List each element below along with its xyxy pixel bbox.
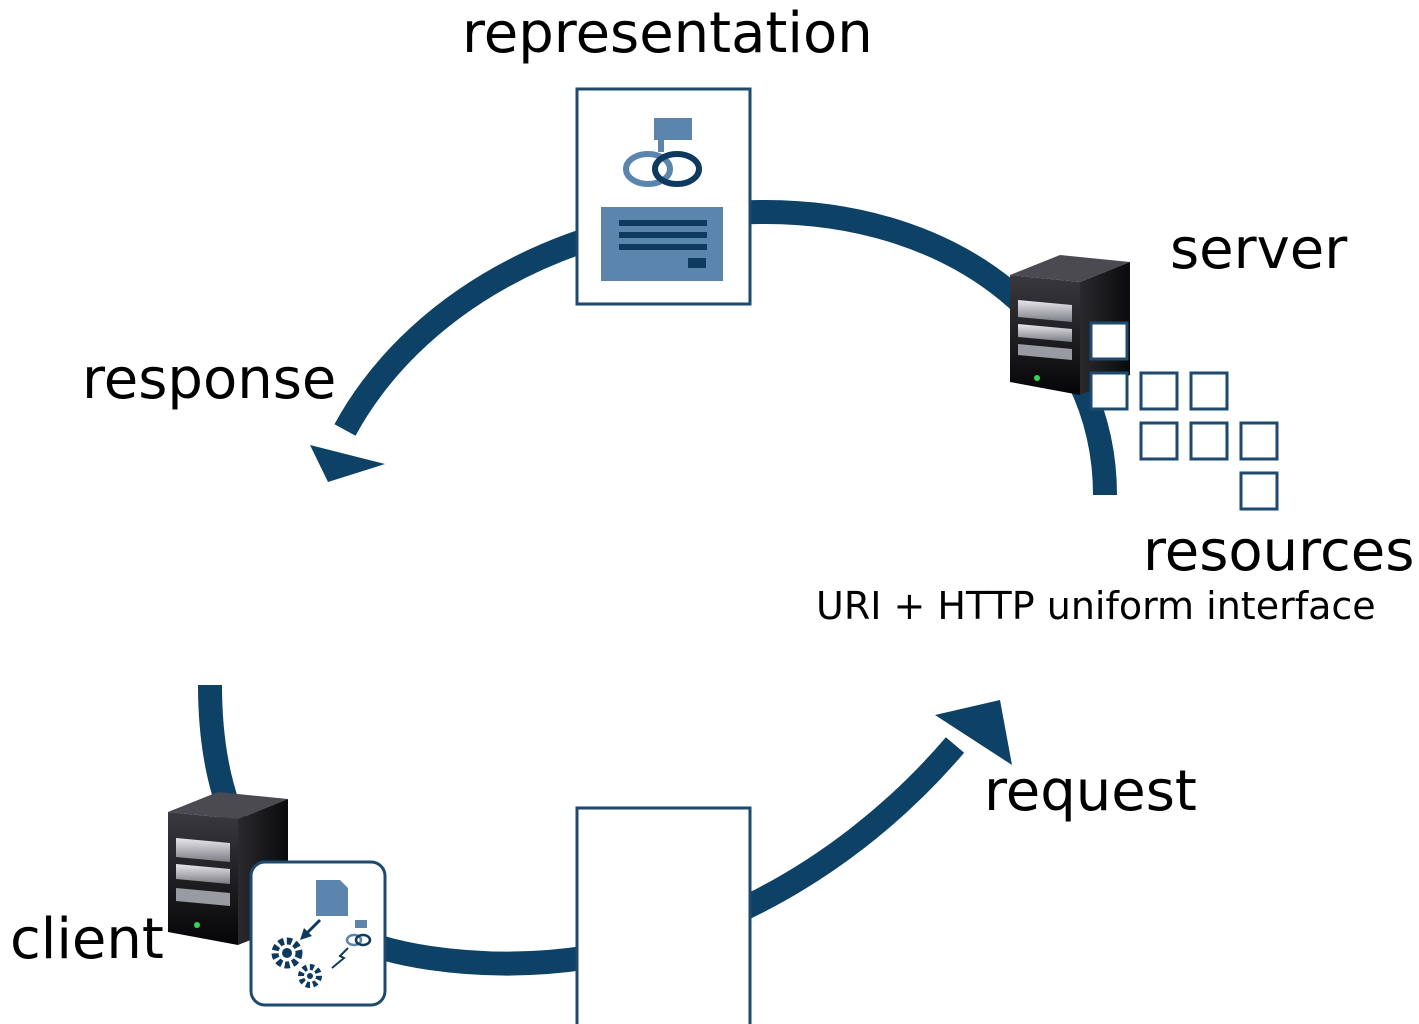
resources-label: resources (1143, 519, 1415, 584)
server-label: server (1170, 217, 1348, 282)
request-document-icon (575, 806, 752, 1024)
uri-interface-label: URI + HTTP uniform interface (816, 584, 1376, 628)
representation-document-icon (575, 87, 752, 306)
client-app-gears-icon (249, 860, 387, 1007)
server-icon (1010, 255, 1130, 395)
resources-grid-icon (1089, 321, 1279, 511)
request-label: request (984, 759, 1197, 824)
response-label: response (82, 347, 337, 412)
request-arrowhead (935, 700, 1012, 765)
client-label: client (10, 907, 164, 972)
response-arrowhead (310, 445, 385, 482)
representation-label: representation (462, 1, 873, 66)
